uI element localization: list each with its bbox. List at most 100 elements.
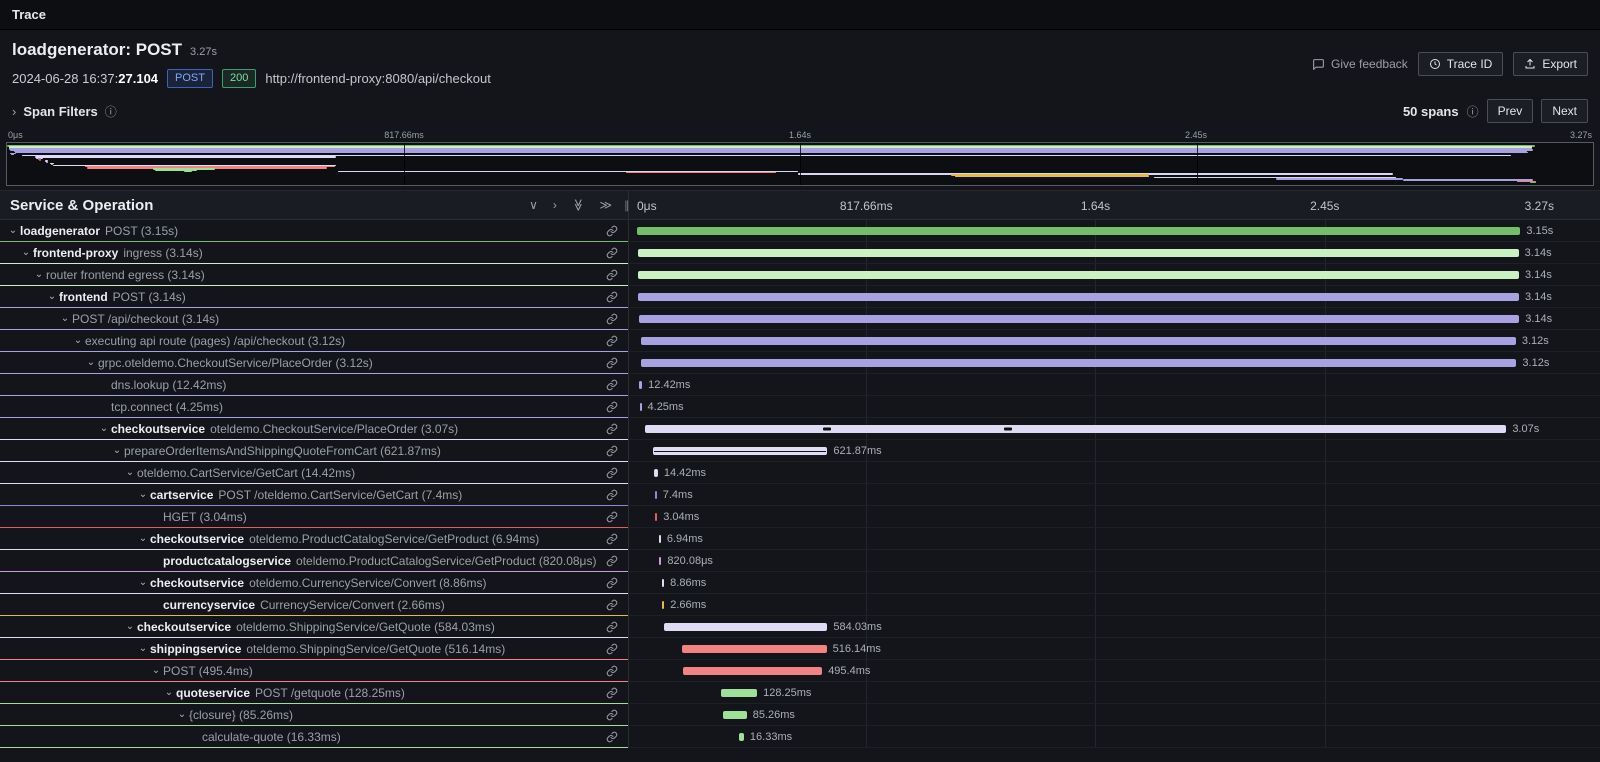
chevron-down-icon[interactable]: ⌄ [86,356,96,368]
collapse-all-icon[interactable]: ≫ [571,198,586,212]
span-row[interactable]: ⌄ {closure} (85.26ms) 85.26ms [0,704,1600,726]
span-link-icon[interactable] [606,357,618,369]
chevron-down-icon[interactable]: ⌄ [125,466,135,478]
span-bar[interactable] [638,380,643,389]
span-bar[interactable] [654,490,657,499]
span-bar[interactable] [638,314,1520,323]
span-row[interactable]: ⌄ checkoutservice oteldemo.ShippingServi… [0,616,1600,638]
span-row[interactable]: ⌄ frontend-proxy ingress (3.14s) 3.14s [0,242,1600,264]
span-link-icon[interactable] [606,643,618,655]
chevron-down-icon[interactable]: ⌄ [151,664,161,676]
span-link-icon[interactable] [606,291,618,303]
span-bar[interactable] [661,578,665,587]
span-link-icon[interactable] [606,335,618,347]
span-link-icon[interactable] [606,599,618,611]
chevron-down-icon[interactable]: ⌄ [138,576,148,588]
expand-all-icon[interactable]: ≫ [599,198,612,212]
span-row[interactable]: ⌄ router frontend egress (3.14s) 3.14s [0,264,1600,286]
span-bar[interactable] [655,512,658,521]
span-bar[interactable] [652,446,828,455]
minimap-canvas[interactable] [6,142,1594,186]
chevron-down-icon[interactable]: ⌄ [125,620,135,632]
span-bar[interactable] [645,424,1507,433]
span-bar[interactable] [739,732,744,741]
span-link-icon[interactable] [606,511,618,523]
chevron-down-icon[interactable]: ⌄ [138,488,148,500]
chevron-down-icon[interactable]: ⌄ [73,334,83,346]
span-link-icon[interactable] [606,731,618,743]
trace-id-button[interactable]: Trace ID [1417,52,1504,76]
span-bar[interactable] [722,710,747,719]
span-row[interactable]: ⌄ tcp.connect (4.25ms) 4.25ms [0,396,1600,418]
chevron-down-icon[interactable]: ⌄ [21,246,31,258]
span-bar[interactable] [653,468,658,477]
span-link-icon[interactable] [606,687,618,699]
span-row[interactable]: ⌄ grpc.oteldemo.CheckoutService/PlaceOrd… [0,352,1600,374]
span-row[interactable]: ⌄ quoteservice POST /getquote (128.25ms)… [0,682,1600,704]
span-bar[interactable] [658,534,661,543]
span-row[interactable]: ⌄ prepareOrderItemsAndShippingQuoteFromC… [0,440,1600,462]
span-link-icon[interactable] [606,445,618,457]
span-bar[interactable] [638,248,1519,257]
span-link-icon[interactable] [606,533,618,545]
span-link-icon[interactable] [606,621,618,633]
span-row[interactable]: ⌄ checkoutservice oteldemo.ProductCatalo… [0,528,1600,550]
span-row[interactable]: ⌄ loadgenerator POST (3.15s) 3.15s [0,220,1600,242]
span-bar[interactable] [721,688,758,697]
info-icon[interactable]: ⓘ [1466,104,1479,119]
span-row[interactable]: ⌄ productcatalogservice oteldemo.Product… [0,550,1600,572]
prev-button[interactable]: Prev [1486,99,1534,123]
span-row[interactable]: ⌄ POST (495.4ms) 495.4ms [0,660,1600,682]
chevron-down-icon[interactable]: ⌄ [164,686,174,698]
chevron-down-icon[interactable]: ⌄ [60,312,70,324]
span-row[interactable]: ⌄ POST /api/checkout (3.14s) 3.14s [0,308,1600,330]
span-row[interactable]: ⌄ dns.lookup (12.42ms) 12.42ms [0,374,1600,396]
span-link-icon[interactable] [606,489,618,501]
span-bar[interactable] [683,666,823,675]
span-row[interactable]: ⌄ shippingservice oteldemo.ShippingServi… [0,638,1600,660]
span-bar[interactable] [662,600,665,609]
chevron-down-icon[interactable]: ⌄ [8,224,18,236]
chevron-down-icon[interactable]: ⌄ [138,532,148,544]
export-button[interactable]: Export [1513,52,1588,76]
span-row[interactable]: ⌄ executing api route (pages) /api/check… [0,330,1600,352]
span-link-icon[interactable] [606,665,618,677]
span-link-icon[interactable] [606,401,618,413]
span-link-icon[interactable] [606,225,618,237]
span-row[interactable]: ⌄ currencyservice CurrencyService/Conver… [0,594,1600,616]
chevron-down-icon[interactable]: ⌄ [34,268,44,280]
span-row[interactable]: ⌄ checkoutservice oteldemo.CurrencyServi… [0,572,1600,594]
span-row[interactable]: ⌄ HGET (3.04ms) 3.04ms [0,506,1600,528]
span-bar[interactable] [641,358,1517,367]
chevron-down-icon[interactable]: ⌄ [99,422,109,434]
span-link-icon[interactable] [606,467,618,479]
chevron-down-icon[interactable]: ⌄ [138,642,148,654]
span-row[interactable]: ⌄ frontend POST (3.14s) 3.14s [0,286,1600,308]
span-bar[interactable] [681,644,827,653]
panel-resize-handle[interactable]: ∥ [624,200,630,212]
span-link-icon[interactable] [606,379,618,391]
span-bar[interactable] [659,556,662,565]
span-link-icon[interactable] [606,423,618,435]
span-bar[interactable] [663,622,828,631]
collapse-one-icon[interactable]: ∨ [529,198,538,212]
chevron-down-icon[interactable]: ⌄ [177,708,187,720]
span-filters-toggle[interactable]: › Span Filters ⓘ [12,103,117,120]
span-link-icon[interactable] [606,577,618,589]
expand-one-icon[interactable]: › [552,198,557,212]
chevron-down-icon[interactable]: ⌄ [112,444,122,456]
give-feedback-link[interactable]: Give feedback [1312,57,1408,71]
span-bar[interactable] [637,226,1521,235]
chevron-down-icon[interactable]: ⌄ [47,290,57,302]
span-bar[interactable] [638,292,1519,301]
span-row[interactable]: ⌄ checkoutservice oteldemo.CheckoutServi… [0,418,1600,440]
span-link-icon[interactable] [606,709,618,721]
span-row[interactable]: ⌄ cartservice POST /oteldemo.CartService… [0,484,1600,506]
span-row[interactable]: ⌄ calculate-quote (16.33ms) 16.33ms [0,726,1600,748]
span-link-icon[interactable] [606,313,618,325]
span-link-icon[interactable] [606,269,618,281]
span-bar[interactable] [640,336,1516,345]
info-icon[interactable]: ⓘ [104,104,117,119]
span-link-icon[interactable] [606,247,618,259]
span-bar[interactable] [639,402,642,411]
